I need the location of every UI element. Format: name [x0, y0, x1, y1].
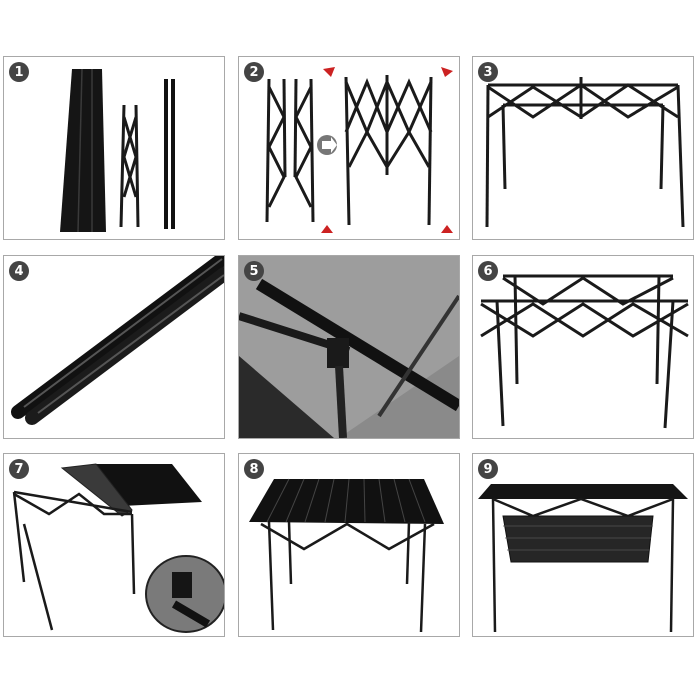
step-number-badge: 4 — [9, 261, 29, 281]
step-panel-3: 3 — [472, 56, 694, 240]
rods-installed-image — [480, 274, 689, 429]
step-number-badge: 2 — [244, 62, 264, 82]
tabletop-unrolling-image — [12, 463, 224, 633]
step-number-badge: 6 — [478, 261, 498, 281]
step-number-badge: 8 — [244, 459, 264, 479]
step-panel-2: 2 — [238, 56, 460, 240]
frame-opened-image — [485, 77, 685, 228]
frame-expanding-image — [265, 67, 453, 233]
step-number-badge: 5 — [244, 261, 264, 281]
step-number-badge: 7 — [9, 459, 29, 479]
step-panel-1: 1 — [3, 56, 225, 240]
support-rods-image — [11, 256, 224, 425]
assembled-table-image — [249, 478, 444, 633]
step-number-badge: 3 — [478, 62, 498, 82]
step-panel-6: 6 — [472, 255, 694, 439]
step-panel-7: 7 — [3, 453, 225, 637]
step-panel-9: 9 — [472, 453, 694, 637]
step-panel-5: 5 — [238, 255, 460, 439]
step-number-badge: 9 — [478, 459, 498, 479]
folded-components-image — [60, 68, 175, 233]
step-panel-8: 8 — [238, 453, 460, 637]
step-panel-4: 4 — [3, 255, 225, 439]
table-with-storage-net-image — [478, 484, 688, 633]
rod-clip-joint-image — [239, 256, 459, 438]
step-number-badge: 1 — [9, 62, 29, 82]
